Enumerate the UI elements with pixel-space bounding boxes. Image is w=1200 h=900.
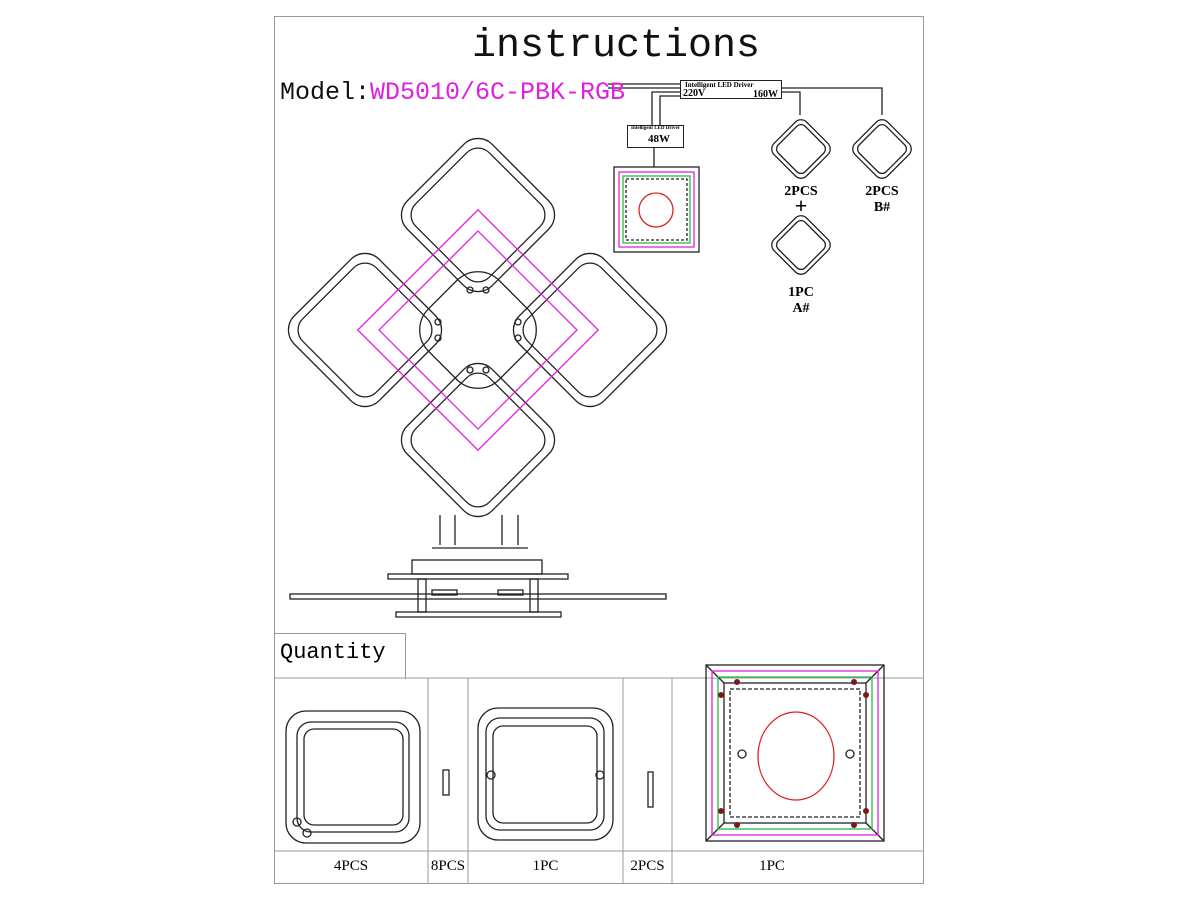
ring-a-type: A# bbox=[792, 301, 810, 316]
main-driver-power: 160W bbox=[753, 89, 778, 100]
fixture-top-view bbox=[287, 137, 668, 518]
quantity-count: 8PCS bbox=[430, 858, 466, 874]
quantity-heading: Quantity bbox=[274, 633, 406, 679]
main-driver: Intelligent LED Driver 220V 160W bbox=[680, 80, 782, 100]
ring-plus-count: 2PCS bbox=[784, 184, 818, 199]
sub-driver-power: 48W bbox=[648, 133, 670, 145]
quantity-table bbox=[274, 677, 924, 884]
sub-driver-name: Intelligent LED Driver bbox=[631, 126, 680, 131]
model-value: WD5010/6C-PBK-RGB bbox=[370, 78, 626, 107]
sub-driver: Intelligent LED Driver 48W bbox=[627, 125, 684, 148]
model-line: Model:WD5010/6C-PBK-RGB bbox=[280, 78, 625, 107]
ring-b-type: B# bbox=[873, 200, 891, 215]
quantity-count: 1PC bbox=[532, 858, 559, 874]
main-driver-input: 220V bbox=[683, 88, 706, 99]
base-plate-small bbox=[613, 166, 700, 253]
wiring-lines bbox=[608, 83, 883, 167]
quantity-drawings bbox=[285, 664, 885, 844]
main-driver-name: Intelligent LED Driver bbox=[685, 81, 754, 89]
ring-b-count: 2PCS bbox=[865, 184, 899, 199]
quantity-count: 2PCS bbox=[630, 858, 665, 874]
quantity-count: 1PC bbox=[759, 858, 785, 874]
page-title: instructions bbox=[472, 24, 761, 69]
quantity-count: 4PCS bbox=[333, 858, 369, 874]
fixture-side-view bbox=[289, 515, 667, 618]
ring-a-count: 1PC bbox=[788, 285, 814, 300]
ring-diagrams bbox=[771, 119, 912, 275]
plus-sign: + bbox=[794, 193, 808, 218]
model-label: Model: bbox=[280, 78, 371, 107]
instruction-sheet bbox=[274, 16, 924, 884]
